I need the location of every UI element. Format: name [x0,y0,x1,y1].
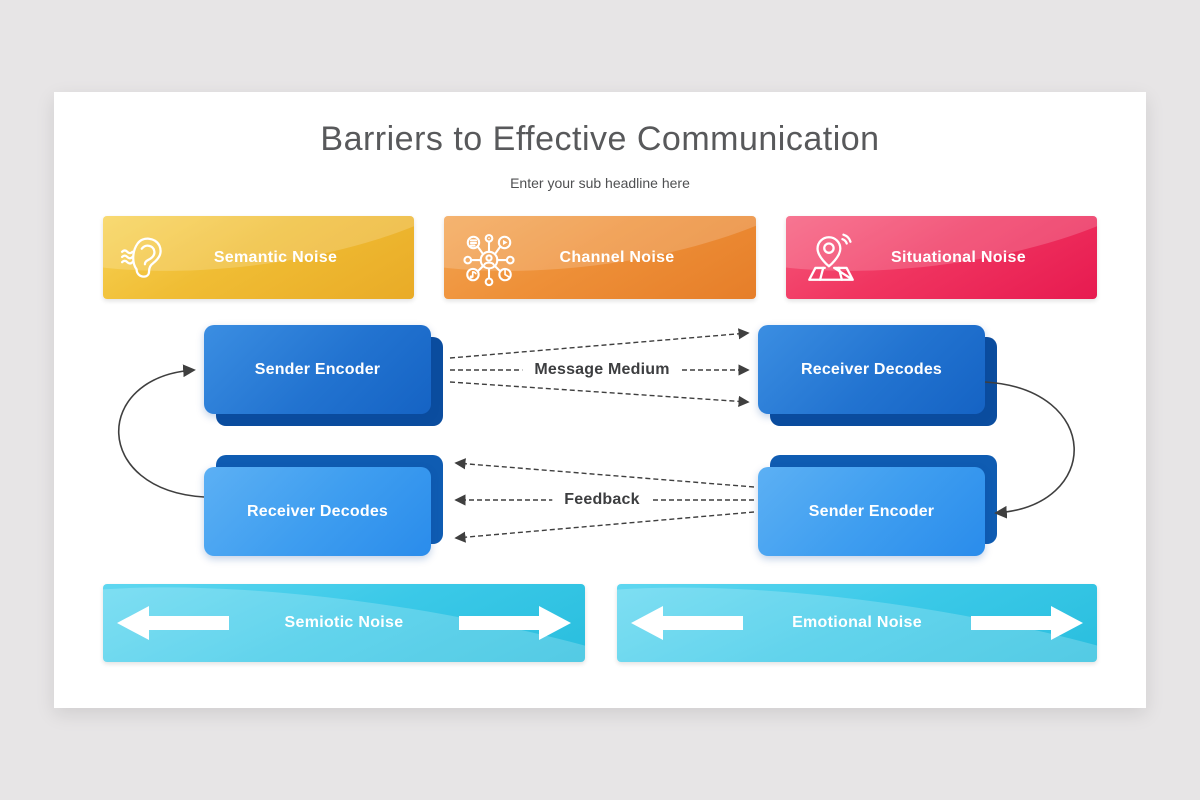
box-label: Sender Encoder [758,467,985,556]
banner-emotional-noise: Emotional Noise [617,584,1097,662]
box-label: Receiver Decodes [758,325,985,414]
banner-label: Semantic Noise [213,248,338,266]
ear-with-sound-waves-icon [119,229,177,287]
right-block-arrow-icon [459,606,571,640]
banner-semantic-noise: Semantic Noise [103,216,414,299]
flow-box-receiver-decodes-bottom: Receiver Decodes [204,455,443,556]
left-block-arrow-icon [117,606,229,640]
banner-label: Channel Noise [559,248,675,266]
flow-box-sender-encoder-top: Sender Encoder [204,325,443,426]
message-medium-label: Message Medium [522,359,682,381]
map-location-pin-icon [802,229,860,287]
banner-semiotic-noise: Semiotic Noise [103,584,585,662]
banner-label: Semiotic Noise [284,614,404,631]
feedback-label: Feedback [552,489,652,511]
right-block-arrow-icon [971,606,1083,640]
flow-box-receiver-decodes-top: Receiver Decodes [758,325,997,426]
page-subtitle: Enter your sub headline here [510,175,690,191]
box-label: Receiver Decodes [204,467,431,556]
flow-box-sender-encoder-bottom: Sender Encoder [758,455,997,556]
page-title: Barriers to Effective Communication [320,120,880,158]
banner-label: Situational Noise [891,248,1026,266]
right-loop-arrow [984,381,1075,519]
banner-label: Emotional Noise [792,614,922,631]
media-network-hub-icon [460,229,518,287]
left-loop-arrow [117,364,205,498]
slide-canvas: Barriers to Effective Communication Ente… [54,92,1146,708]
banner-situational-noise: Situational Noise [786,216,1097,299]
box-label: Sender Encoder [204,325,431,414]
banner-channel-noise: Channel Noise [444,216,756,299]
left-block-arrow-icon [631,606,743,640]
